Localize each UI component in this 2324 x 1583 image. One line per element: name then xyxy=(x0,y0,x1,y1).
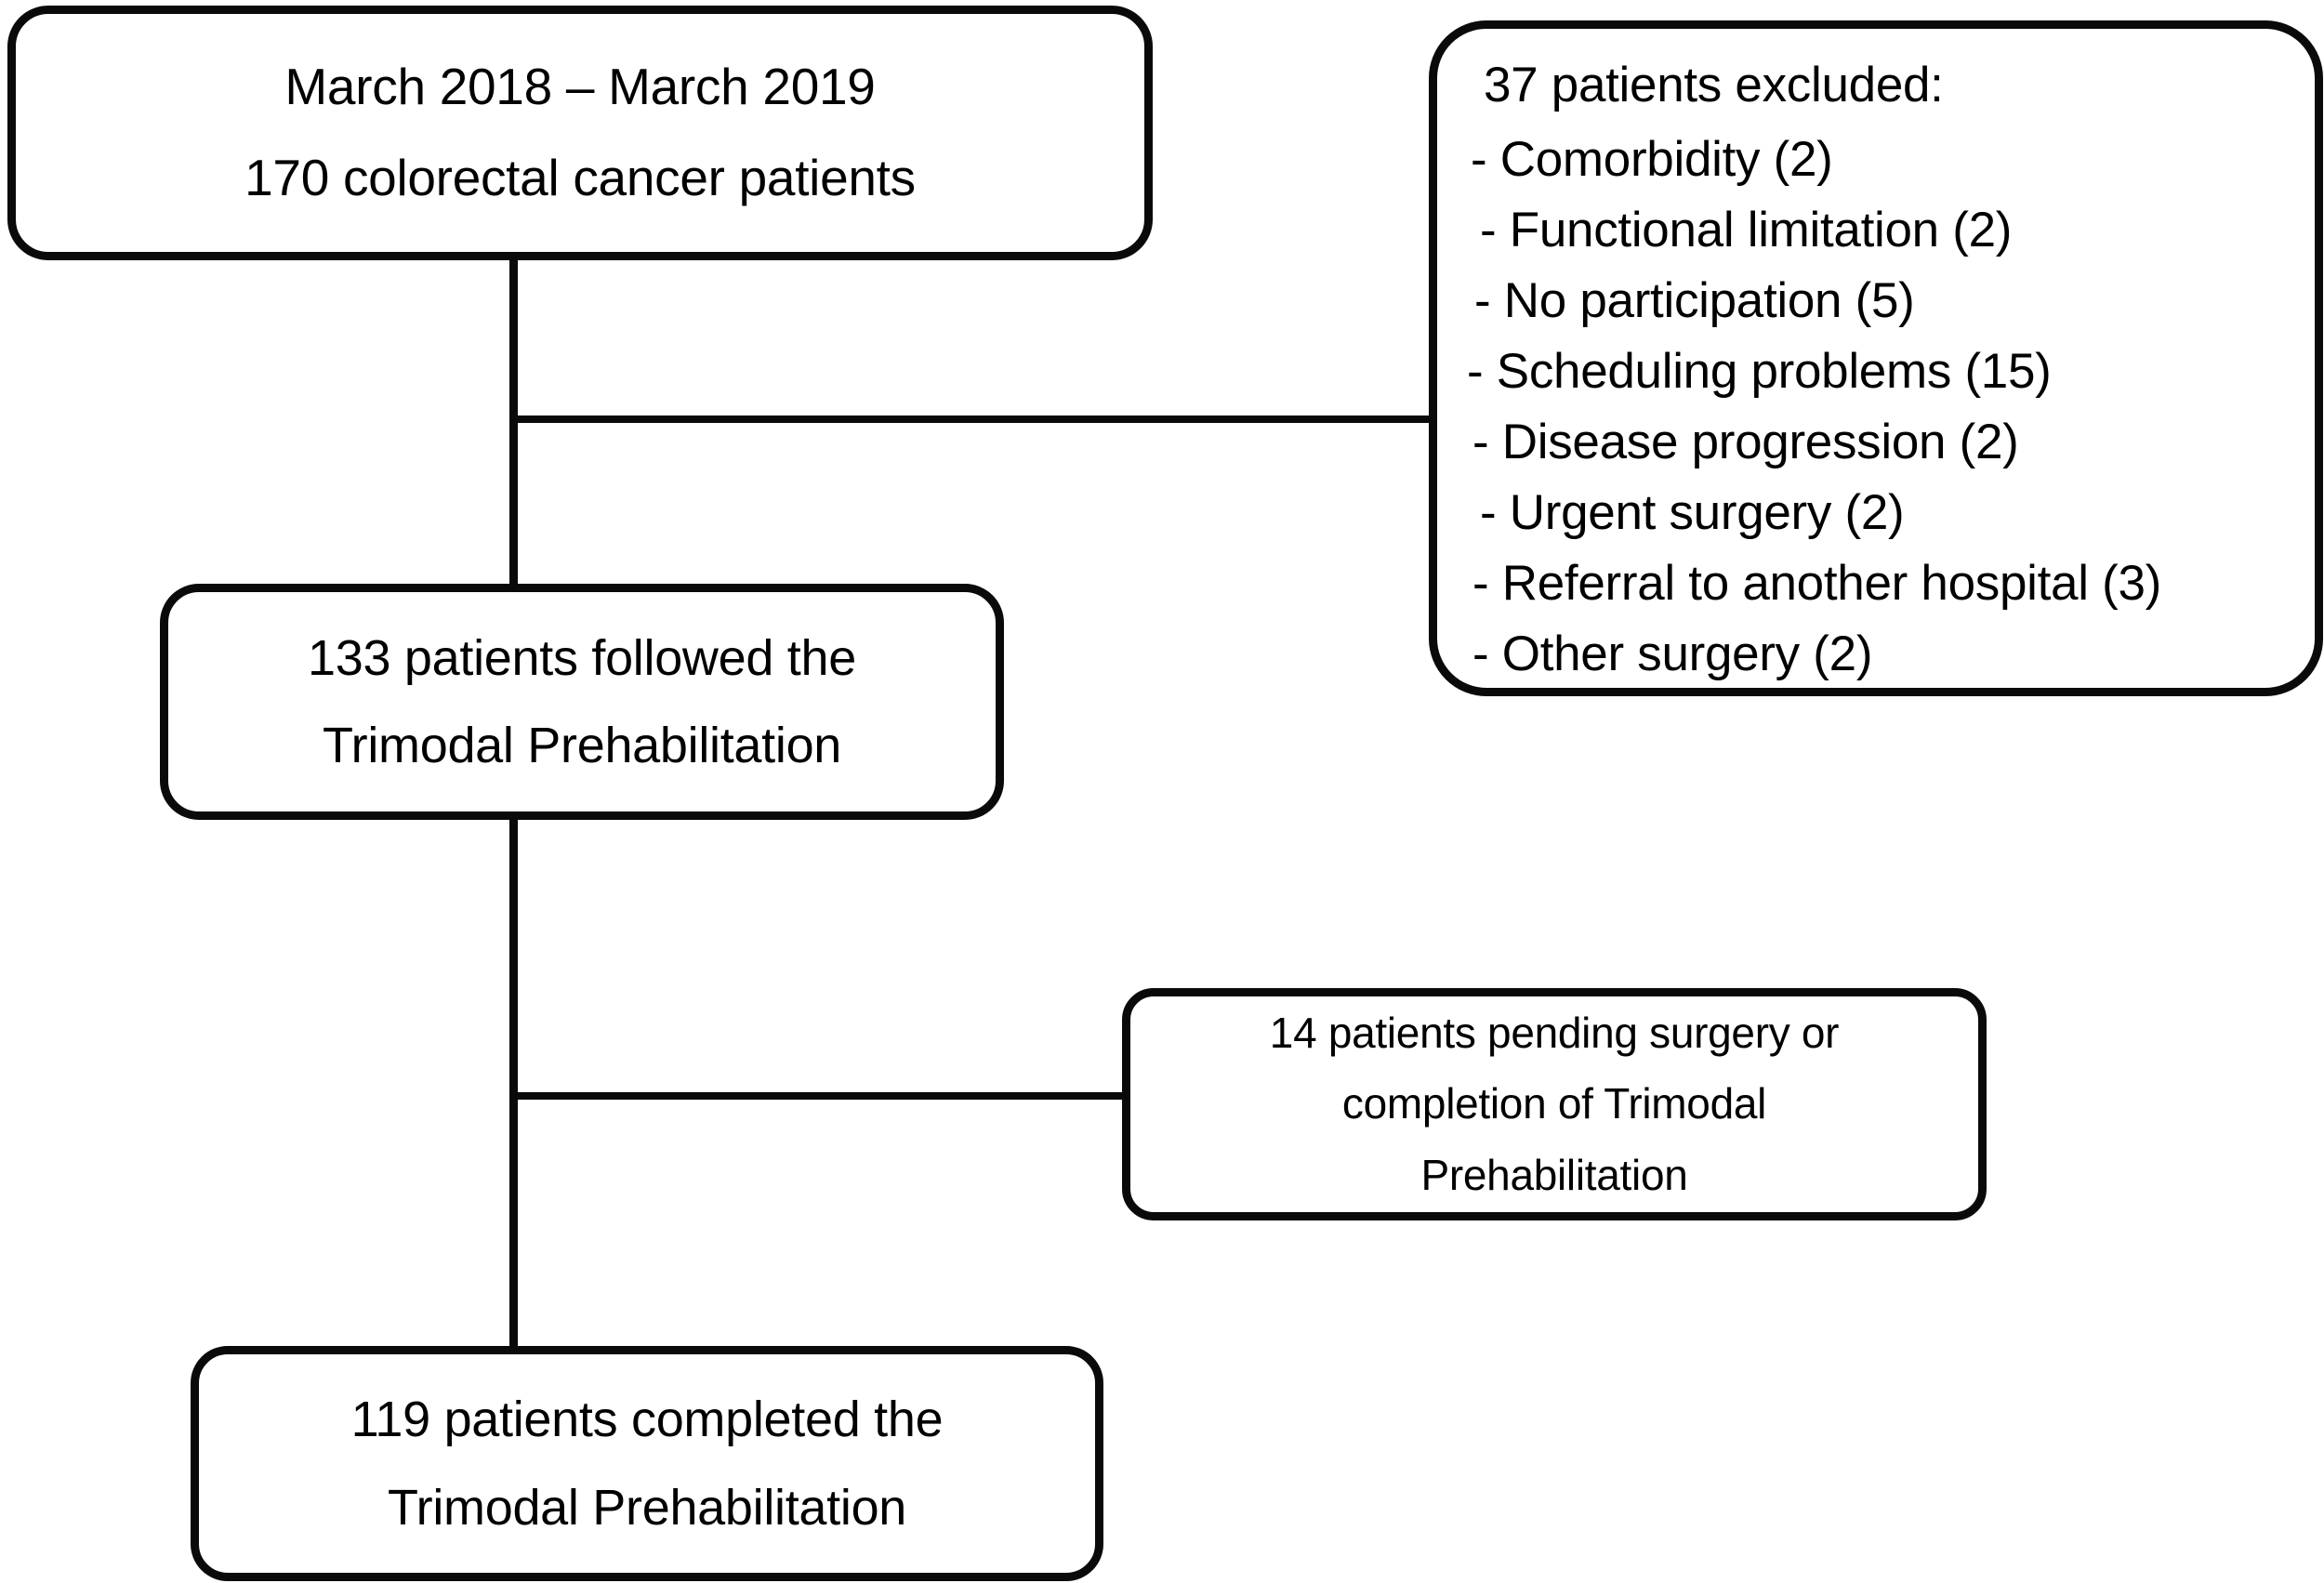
excluded-heading: 37 patients excluded: xyxy=(1484,58,1944,112)
excluded-item-urgent-surgery: - Urgent surgery (2) xyxy=(1480,485,1905,540)
pending-detail-label: completion of Trimodal xyxy=(1341,1079,1767,1128)
cohort-period-label: March 2018 – March 2019 xyxy=(284,58,876,116)
completed-count-label: 119 patients completed the xyxy=(350,1392,944,1448)
excluded-item-functional-limitation: - Functional limitation (2) xyxy=(1480,203,2013,257)
excluded-item-comorbidity: - Comorbidity (2) xyxy=(1471,132,1833,187)
node-completed: 119 patients completed the Trimodal Preh… xyxy=(191,1346,1103,1581)
completed-program-label: Trimodal Prehabilitation xyxy=(387,1479,907,1536)
node-cohort: March 2018 – March 2019 170 colorectal c… xyxy=(7,6,1153,260)
pending-program-label: Prehabilitation xyxy=(1420,1150,1688,1199)
connector-followed-to-completed xyxy=(509,812,518,1353)
followed-program-label: Trimodal Prehabilitation xyxy=(322,718,842,773)
connector-cohort-to-excluded xyxy=(513,416,1433,423)
excluded-item-disease-progression: - Disease progression (2) xyxy=(1472,415,2019,469)
connector-followed-to-pending xyxy=(513,1092,1127,1100)
excluded-item-no-participation: - No participation (5) xyxy=(1474,273,1915,328)
pending-count-label: 14 patients pending surgery or xyxy=(1269,1008,1840,1057)
node-followed: 133 patients followed the Trimodal Preha… xyxy=(160,584,1004,820)
node-pending: 14 patients pending surgery or completio… xyxy=(1122,988,1987,1220)
cohort-count-label: 170 colorectal cancer patients xyxy=(244,149,916,206)
excluded-item-scheduling-problems: - Scheduling problems (15) xyxy=(1467,344,2052,399)
excluded-item-referral-another-hospital: - Referral to another hospital (3) xyxy=(1472,556,2161,611)
node-excluded: 37 patients excluded: - Comorbidity (2) … xyxy=(1429,20,2323,696)
followed-count-label: 133 patients followed the xyxy=(308,629,856,686)
excluded-item-other-surgery: - Other surgery (2) xyxy=(1472,627,1873,681)
